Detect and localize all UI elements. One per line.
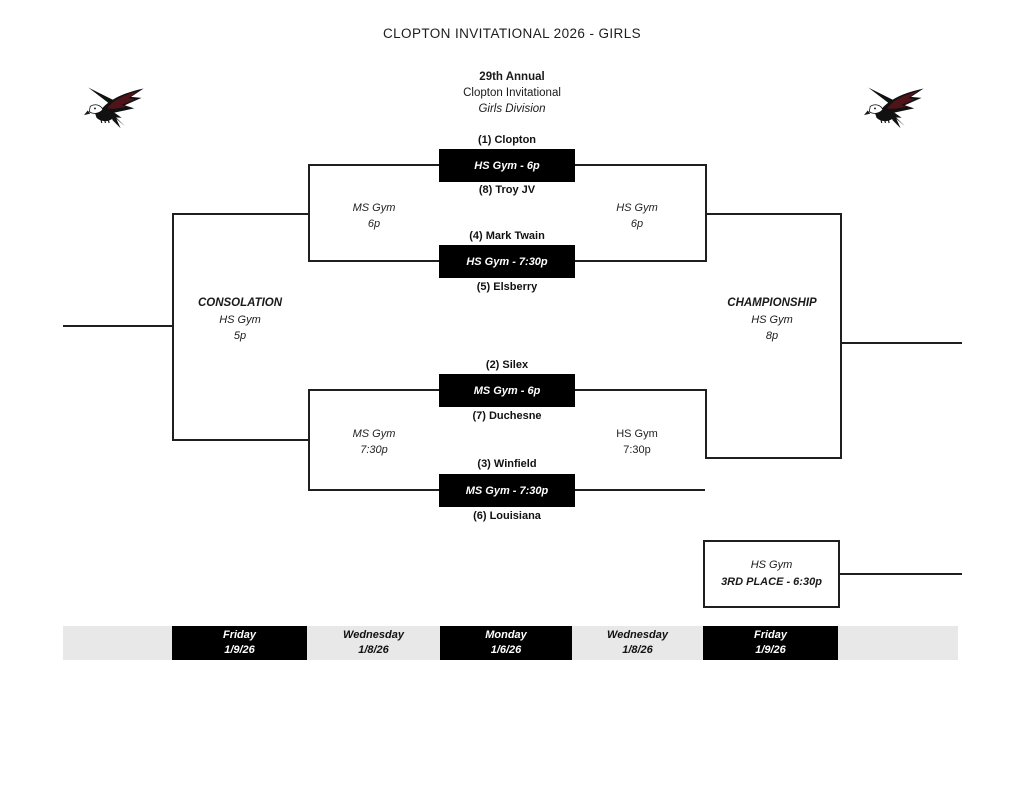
event-name: Clopton Invitational xyxy=(463,87,561,99)
team-seed-label: (6) Louisiana xyxy=(473,510,541,522)
bracket-line xyxy=(705,213,840,215)
event-annual: 29th Annual xyxy=(479,71,545,83)
date-day: Friday xyxy=(222,629,256,641)
date-value: 1/8/26 xyxy=(358,644,389,656)
game-box: MS Gym - 7:30p xyxy=(439,474,575,507)
team-seed-label: (5) Elsberry xyxy=(476,281,538,293)
date-value: 1/8/26 xyxy=(622,644,653,656)
date-day: Friday xyxy=(753,629,787,641)
date-value: 1/9/26 xyxy=(755,644,786,656)
semifinal-venue: HS Gym xyxy=(616,428,658,440)
date-day: Wednesday xyxy=(607,629,668,641)
semifinal-venue: HS Gym xyxy=(616,202,658,214)
date-cell: Friday 1/9/26 xyxy=(172,626,307,660)
semifinal-time: 7:30p xyxy=(360,444,388,456)
bracket-line xyxy=(705,389,707,459)
eagle-mascot-icon xyxy=(84,87,144,129)
bracket-line xyxy=(172,213,308,215)
third-place-venue: HS Gym xyxy=(750,559,793,571)
semifinal-label: MS Gym 7:30p xyxy=(314,426,434,458)
date-cell: Wednesday 1/8/26 xyxy=(572,626,703,660)
bracket-line xyxy=(705,164,707,262)
championship-label: CHAMPIONSHIP HS Gym 8p xyxy=(692,295,852,345)
game-box: MS Gym - 6p xyxy=(439,374,575,407)
date-day: Wednesday xyxy=(343,629,404,641)
game-box: HS Gym - 6p xyxy=(439,149,575,182)
bracket-line xyxy=(840,213,842,459)
consolation-venue: HS Gym xyxy=(219,313,261,326)
championship-title: CHAMPIONSHIP xyxy=(727,297,817,309)
date-cell: Monday 1/6/26 xyxy=(440,626,572,660)
championship-venue: HS Gym xyxy=(751,313,793,326)
bracket-line xyxy=(172,213,174,441)
championship-time: 8p xyxy=(765,330,779,342)
date-value: 1/6/26 xyxy=(490,644,522,656)
semifinal-time: 7:30p xyxy=(623,444,651,456)
team-seed-label: (4) Mark Twain xyxy=(469,230,545,242)
bracket-line xyxy=(840,573,962,575)
consolation-time: 5p xyxy=(233,330,247,342)
bracket-line xyxy=(172,439,308,441)
date-value: 1/9/26 xyxy=(224,644,255,656)
semifinal-time: 6p xyxy=(367,218,381,230)
page-title: CLOPTON INVITATIONAL 2026 - GIRLS xyxy=(382,26,642,41)
date-cell: Wednesday 1/8/26 xyxy=(307,626,440,660)
game-box: HS Gym - 7:30p xyxy=(439,245,575,278)
eagle-mascot-icon xyxy=(864,87,924,129)
bracket-line xyxy=(308,389,310,491)
team-seed-label: (1) Clopton xyxy=(477,134,537,146)
bracket-line xyxy=(705,457,840,459)
team-seed-label: (7) Duchesne xyxy=(472,410,542,422)
consolation-label: CONSOLATION HS Gym 5p xyxy=(160,295,320,345)
date-cell: Friday 1/9/26 xyxy=(703,626,838,660)
event-header: 29th Annual Clopton Invitational Girls D… xyxy=(412,71,612,115)
third-place-box: HS Gym 3RD PLACE - 6:30p xyxy=(703,540,840,608)
event-division: Girls Division xyxy=(478,103,546,115)
semifinal-label: HS Gym 6p xyxy=(577,200,697,232)
consolation-title: CONSOLATION xyxy=(197,297,283,309)
date-day: Monday xyxy=(485,629,527,641)
bracket-line xyxy=(63,325,172,327)
semifinal-time: 6p xyxy=(630,218,644,230)
team-seed-label: (2) Silex xyxy=(485,359,529,371)
team-seed-label: (3) Winfield xyxy=(477,458,537,470)
semifinal-label: HS Gym 7:30p xyxy=(577,426,697,458)
semifinal-venue: MS Gym xyxy=(352,428,396,440)
bracket-line xyxy=(840,342,962,344)
team-seed-label: (8) Troy JV xyxy=(478,184,536,196)
third-place-title: 3RD PLACE - 6:30p xyxy=(721,576,822,588)
bracket-line xyxy=(308,164,310,262)
semifinal-label: MS Gym 6p xyxy=(314,200,434,232)
semifinal-venue: MS Gym xyxy=(352,202,396,214)
